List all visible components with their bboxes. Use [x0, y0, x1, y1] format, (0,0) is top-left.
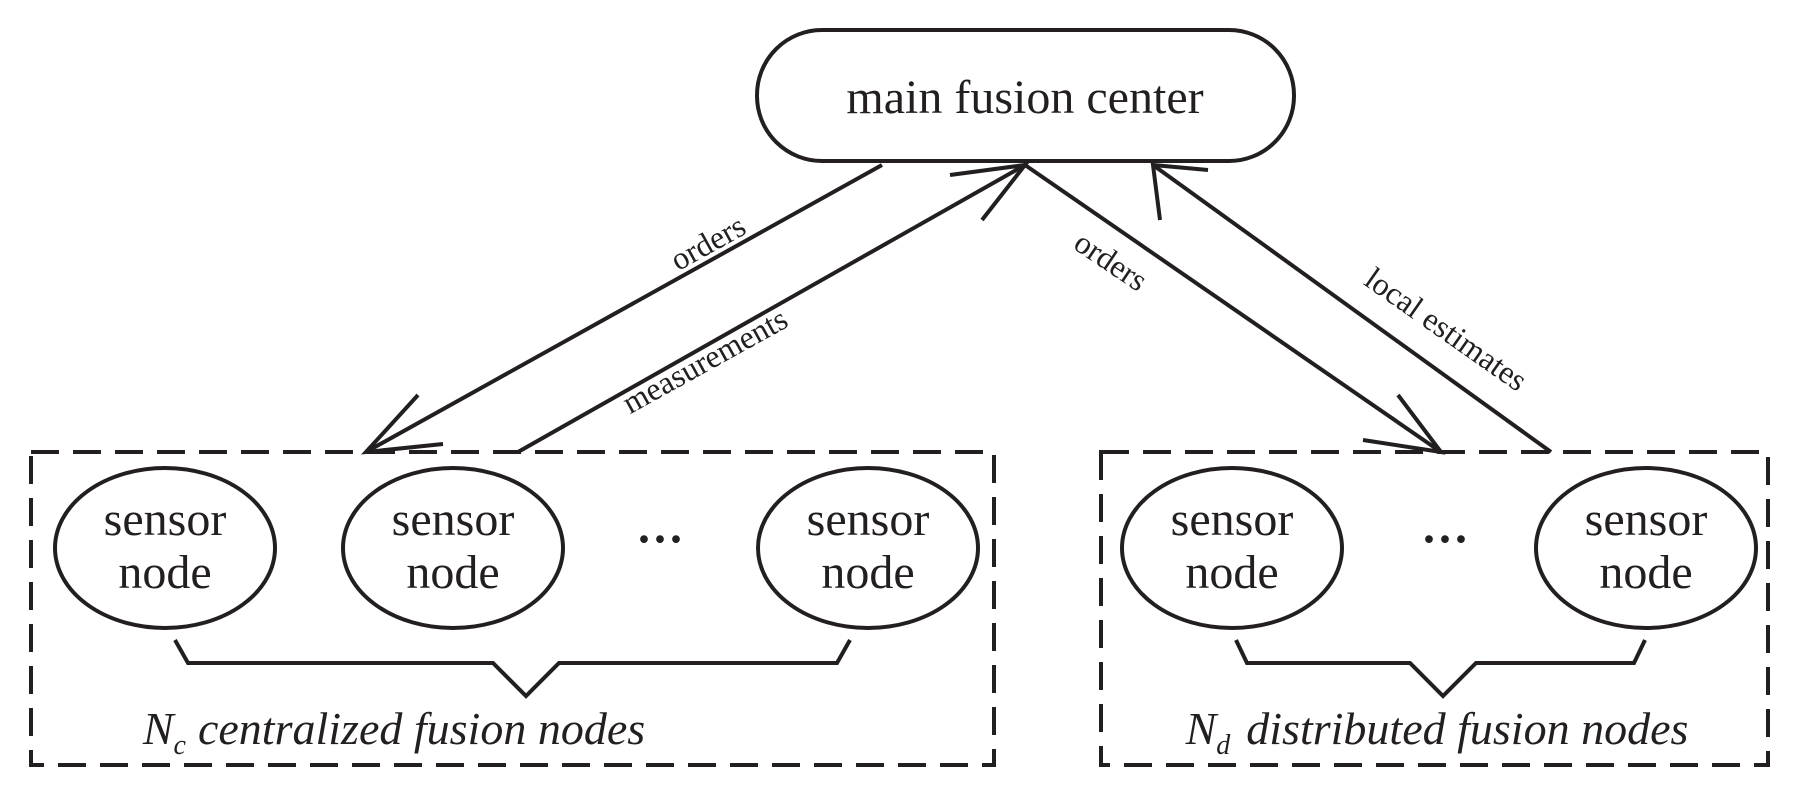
distributed-group-caption: Nd distributed fusion nodes: [1185, 703, 1689, 761]
sensor-node-line2: node: [1185, 546, 1278, 599]
sensor-node: sensor node: [53, 466, 277, 630]
sensor-node-line1: sensor: [1585, 493, 1708, 546]
centralized-brace: [173, 639, 852, 699]
centralized-group-frame: [29, 450, 996, 767]
distributed-group-frame: [1099, 450, 1770, 767]
centralized-label: centralized fusion nodes: [198, 703, 645, 754]
distributed-group: sensor node ··· sensor node Nd distribute…: [1099, 450, 1770, 767]
sensor-node-line2: node: [821, 546, 914, 599]
centralized-symbol: N: [142, 703, 176, 754]
distributed-ellipsis: ···: [1421, 513, 1469, 566]
distributed-symbol: N: [1185, 703, 1219, 754]
orders-right-arrow: [1023, 163, 1446, 455]
orders-right-label: orders: [1068, 224, 1154, 299]
centralized-group-caption: Nc centralized fusion nodes: [142, 703, 645, 761]
sensor-node: sensor node: [756, 466, 980, 630]
main-fusion-center: main fusion center: [755, 28, 1296, 163]
orders-left-label: orders: [664, 207, 751, 277]
sensor-node: sensor node: [1534, 466, 1758, 630]
local-estimates-arrow: [1150, 162, 1553, 454]
sensor-node-line2: node: [118, 546, 211, 599]
sensor-node-line2: node: [1599, 546, 1692, 599]
measurements-label: measurements: [616, 300, 794, 420]
distributed-label: distributed fusion nodes: [1246, 703, 1688, 754]
main-fusion-center-box: [755, 28, 1296, 163]
centralized-group: sensor node sensor node ··· sensor node …: [29, 450, 996, 767]
distributed-brace: [1234, 639, 1647, 699]
edges: orders measurements orders local estimat…: [360, 162, 1553, 455]
centralized-ellipsis: ···: [636, 513, 684, 566]
main-fusion-center-label: main fusion center: [846, 71, 1203, 124]
sensor-node-line1: sensor: [392, 493, 515, 546]
sensor-node-line1: sensor: [1171, 493, 1294, 546]
sensor-node-line2: node: [406, 546, 499, 599]
sensor-node: sensor node: [1120, 466, 1344, 630]
orders-left-arrow: [360, 163, 883, 455]
sensor-node: sensor node: [341, 466, 565, 630]
sensor-node-line1: sensor: [104, 493, 227, 546]
sensor-node-line1: sensor: [807, 493, 930, 546]
centralized-subscript: c: [174, 730, 187, 761]
distributed-subscript: d: [1216, 730, 1231, 761]
